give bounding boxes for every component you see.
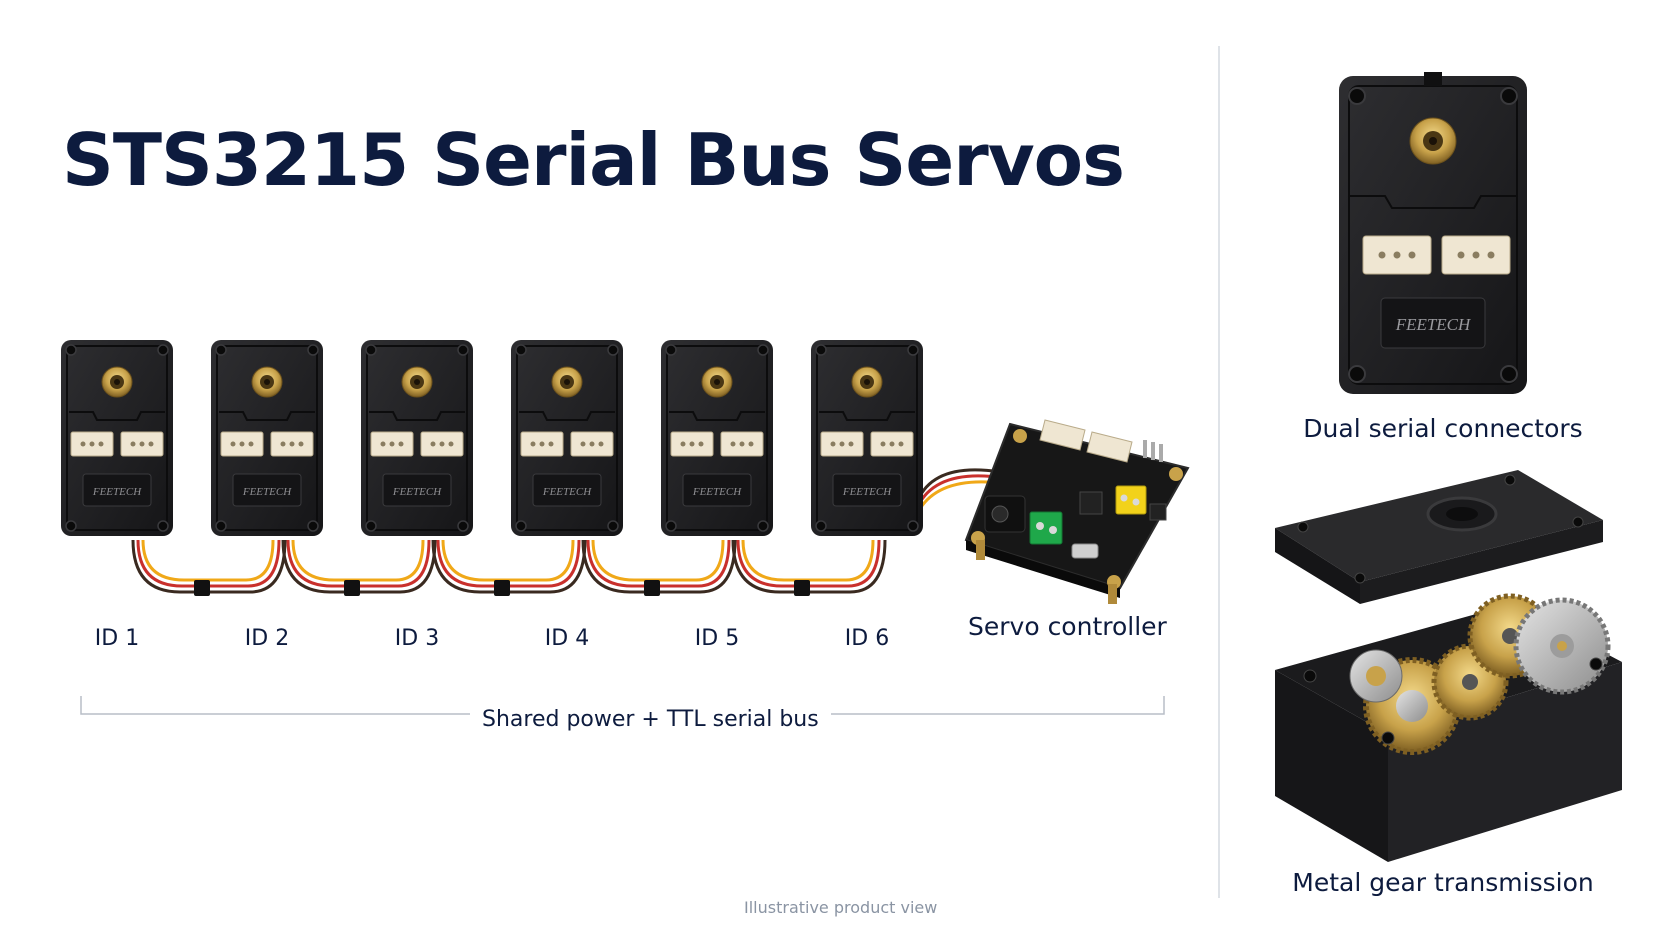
bus-label: Shared power + TTL serial bus <box>470 707 831 732</box>
controller-label: Servo controller <box>968 612 1167 641</box>
servo-3-logo: FEETECH <box>392 486 442 498</box>
dual-connectors-label: Dual serial connectors <box>1303 414 1583 443</box>
servo-3: FEETECH <box>361 340 473 536</box>
servo-2-logo: FEETECH <box>242 486 292 498</box>
panel-divider <box>1218 46 1220 898</box>
servo-4-logo: FEETECH <box>542 486 592 498</box>
servo-controller-board <box>964 419 1190 604</box>
servo-4: FEETECH <box>511 340 623 536</box>
footnote: Illustrative product view <box>744 898 938 917</box>
servo-closeup-logo: FEETECH <box>1395 315 1472 334</box>
servo-id-label-1: ID 1 <box>94 626 140 651</box>
servo-id-label-5: ID 5 <box>694 626 740 651</box>
gearbox-exploded <box>1275 470 1622 862</box>
servo-6: FEETECH <box>811 340 923 536</box>
servo-id-label-3: ID 3 <box>394 626 440 651</box>
servo-5-logo: FEETECH <box>692 486 742 498</box>
servo-closeup: FEETECH <box>1339 72 1527 394</box>
bus-wires <box>131 468 1009 596</box>
servo-1-logo: FEETECH <box>92 486 142 498</box>
servo-id-label-6: ID 6 <box>844 626 890 651</box>
servo-id-label-4: ID 4 <box>544 626 590 651</box>
page-title: STS3215 Serial Bus Servos <box>62 118 1125 202</box>
metal-gear-label: Metal gear transmission <box>1292 868 1594 897</box>
servo-id-label-2: ID 2 <box>244 626 290 651</box>
servo-2: FEETECH <box>211 340 323 536</box>
servo-6-logo: FEETECH <box>842 486 892 498</box>
servo-5: FEETECH <box>661 340 773 536</box>
servo-1: FEETECH <box>61 340 173 536</box>
